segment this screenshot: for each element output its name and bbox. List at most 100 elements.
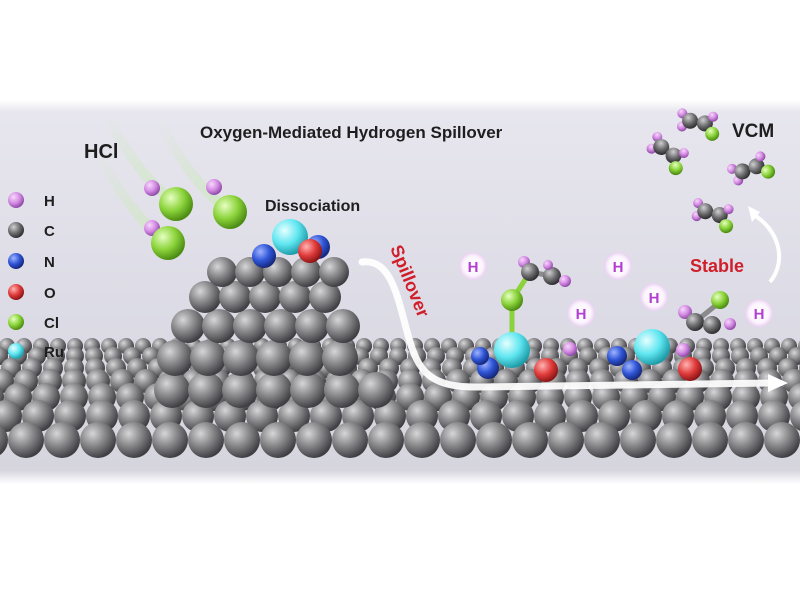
nitrogen-atom xyxy=(471,347,489,365)
svg-text:H: H xyxy=(613,259,624,276)
cluster-atom xyxy=(223,340,259,376)
surface-atom xyxy=(0,400,22,432)
cluster-atom xyxy=(295,309,329,343)
nitrogen-atom xyxy=(607,346,627,366)
cluster-atom xyxy=(322,340,358,376)
chlorine-atom xyxy=(719,219,734,234)
surface-atom xyxy=(44,422,80,458)
oxygen-atom xyxy=(298,239,322,263)
carbon-atom xyxy=(543,267,561,285)
oxygen-atom xyxy=(678,357,702,381)
cluster-atom xyxy=(326,309,360,343)
surface-atom xyxy=(764,422,800,458)
chlorine-atom xyxy=(761,164,776,179)
legend-item-cl: Cl xyxy=(8,314,59,332)
surface-atom xyxy=(728,422,764,458)
legend-label: C xyxy=(44,223,55,240)
cluster-atom xyxy=(290,372,326,408)
surface-atom xyxy=(260,422,296,458)
h-atom-badge: H xyxy=(640,283,668,311)
carbon-atom xyxy=(665,147,682,164)
cluster-atom xyxy=(289,340,325,376)
surface-atom xyxy=(404,422,440,458)
carbon-atom xyxy=(521,263,539,281)
element-legend: H C N O Cl Ru xyxy=(8,192,64,361)
legend-item-n: N xyxy=(8,253,55,271)
dissociation-label: Dissociation xyxy=(265,198,360,215)
surface-atom xyxy=(116,422,152,458)
hydrogen-atom xyxy=(678,148,689,159)
surface-atom xyxy=(296,422,332,458)
surface-atom xyxy=(476,422,512,458)
legend-label: N xyxy=(44,254,55,271)
surface-atom xyxy=(368,422,404,458)
surface-atom xyxy=(584,422,620,458)
vcm-molecule xyxy=(726,151,776,186)
hydrogen-atom xyxy=(723,204,734,215)
cluster-atom xyxy=(319,257,349,287)
cluster-atom xyxy=(249,281,281,313)
cluster-atom xyxy=(256,340,292,376)
vcm-molecule xyxy=(676,108,720,141)
spillover-arrowhead xyxy=(768,374,788,392)
ruthenium-atom xyxy=(634,329,670,365)
surface-atom xyxy=(512,422,548,458)
legend-swatch xyxy=(8,192,24,208)
legend-swatch xyxy=(8,284,24,300)
cluster-atom xyxy=(171,309,205,343)
cluster-atom xyxy=(279,281,311,313)
legend-item-c: C xyxy=(8,222,55,240)
h-atom-badge: H xyxy=(745,299,773,327)
molecules-layer xyxy=(93,108,776,382)
ruthenium-atom xyxy=(272,219,308,255)
hydrogen-atom xyxy=(676,343,690,357)
chlorine-atom xyxy=(501,289,523,311)
carbon-atom xyxy=(703,316,721,334)
legend-item-h: H xyxy=(8,192,55,210)
cluster-atom xyxy=(324,372,360,408)
surface-atom xyxy=(656,422,692,458)
chlorine-atom xyxy=(159,187,193,221)
metal-pyramid-cluster xyxy=(154,257,394,408)
legend-item-ru: Ru xyxy=(8,343,64,361)
chlorine-atom xyxy=(213,195,247,229)
hydrogen-atom xyxy=(726,163,737,174)
nitrogen-atom xyxy=(622,360,642,380)
legend-label: H xyxy=(44,193,55,210)
hydrogen-atom xyxy=(724,318,736,330)
h-atom-badge: H xyxy=(604,252,632,280)
surface-atom xyxy=(188,422,224,458)
legend-swatch xyxy=(8,314,24,330)
legend-label: Ru xyxy=(44,344,64,361)
surface-atom xyxy=(692,422,728,458)
hydrogen-atom xyxy=(678,305,692,319)
legend-swatch xyxy=(8,222,24,238)
cluster-atom xyxy=(264,309,298,343)
surface-atom xyxy=(620,422,656,458)
cluster-atom xyxy=(202,309,236,343)
hcl-label: HCl xyxy=(84,141,118,163)
surface-atom xyxy=(8,422,44,458)
svg-text:H: H xyxy=(576,306,587,323)
surface-atom xyxy=(790,401,800,431)
surface-atom xyxy=(0,425,8,455)
cluster-atom xyxy=(222,372,258,408)
vcm-molecule xyxy=(646,131,689,176)
chlorine-atom xyxy=(668,161,683,176)
surface-atom xyxy=(548,422,584,458)
legend-swatch xyxy=(8,343,24,359)
surface-atom xyxy=(152,422,188,458)
hydrogen-atom xyxy=(543,260,553,270)
svg-text:H: H xyxy=(754,306,765,323)
cluster-atom xyxy=(190,340,226,376)
carbon-atom xyxy=(682,112,699,129)
cluster-atom xyxy=(256,372,292,408)
svg-text:H: H xyxy=(468,259,479,276)
legend-item-o: O xyxy=(8,284,56,302)
stable-arrow xyxy=(750,212,781,284)
hydrogen-atom xyxy=(144,180,160,196)
hydrogen-atom xyxy=(755,151,766,162)
carbon-atom xyxy=(696,115,713,132)
